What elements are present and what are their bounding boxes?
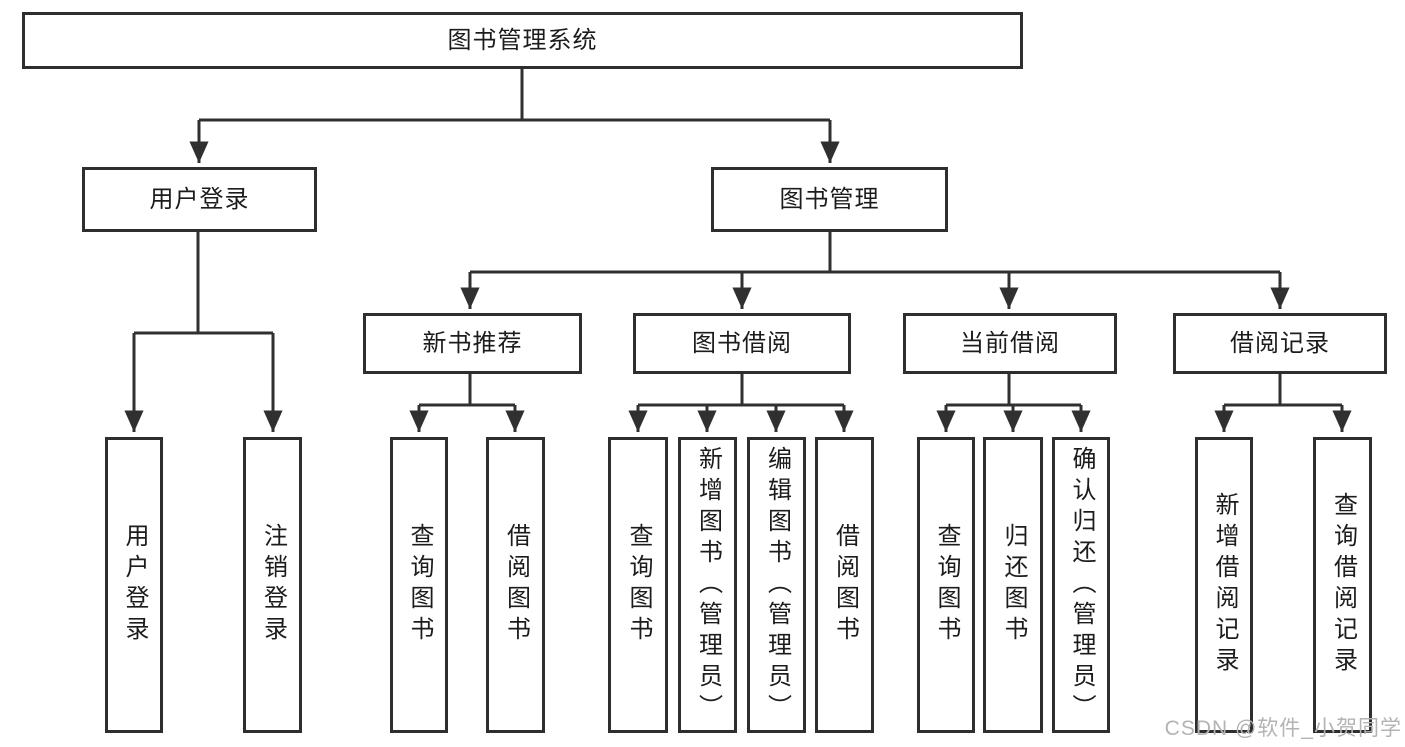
node-library-management-system: 图书管理系统 [22,12,1023,69]
leaf-edit-books-admin: 编辑图书（管理员） [747,437,806,733]
node-new-book-recommend: 新书推荐 [363,313,582,374]
node-current-borrowing: 当前借阅 [903,313,1117,374]
leaf-borrow-books-recommend: 借阅图书 [486,437,545,733]
leaf-logout: 注销登录 [243,437,302,733]
leaf-return-books: 归还图书 [983,437,1043,733]
watermark-text: CSDN @软件_小贺同学 [1164,717,1402,740]
leaf-add-borrow-record: 新增借阅记录 [1195,437,1253,733]
node-user-login: 用户登录 [82,167,317,232]
node-book-borrowing: 图书借阅 [633,313,851,374]
leaf-query-books-current: 查询图书 [917,437,975,733]
leaf-query-borrow-record: 查询借阅记录 [1313,437,1372,733]
node-borrowing-record: 借阅记录 [1173,313,1387,374]
leaf-query-books-borrowing: 查询图书 [608,437,668,733]
leaf-query-books-recommend: 查询图书 [390,437,448,733]
leaf-user-login: 用户登录 [105,437,163,733]
node-book-management: 图书管理 [711,167,948,232]
leaf-borrow-books: 借阅图书 [815,437,874,733]
leaf-add-books-admin: 新增图书（管理员） [678,437,737,733]
leaf-confirm-return-admin: 确认归还（管理员） [1052,437,1110,733]
